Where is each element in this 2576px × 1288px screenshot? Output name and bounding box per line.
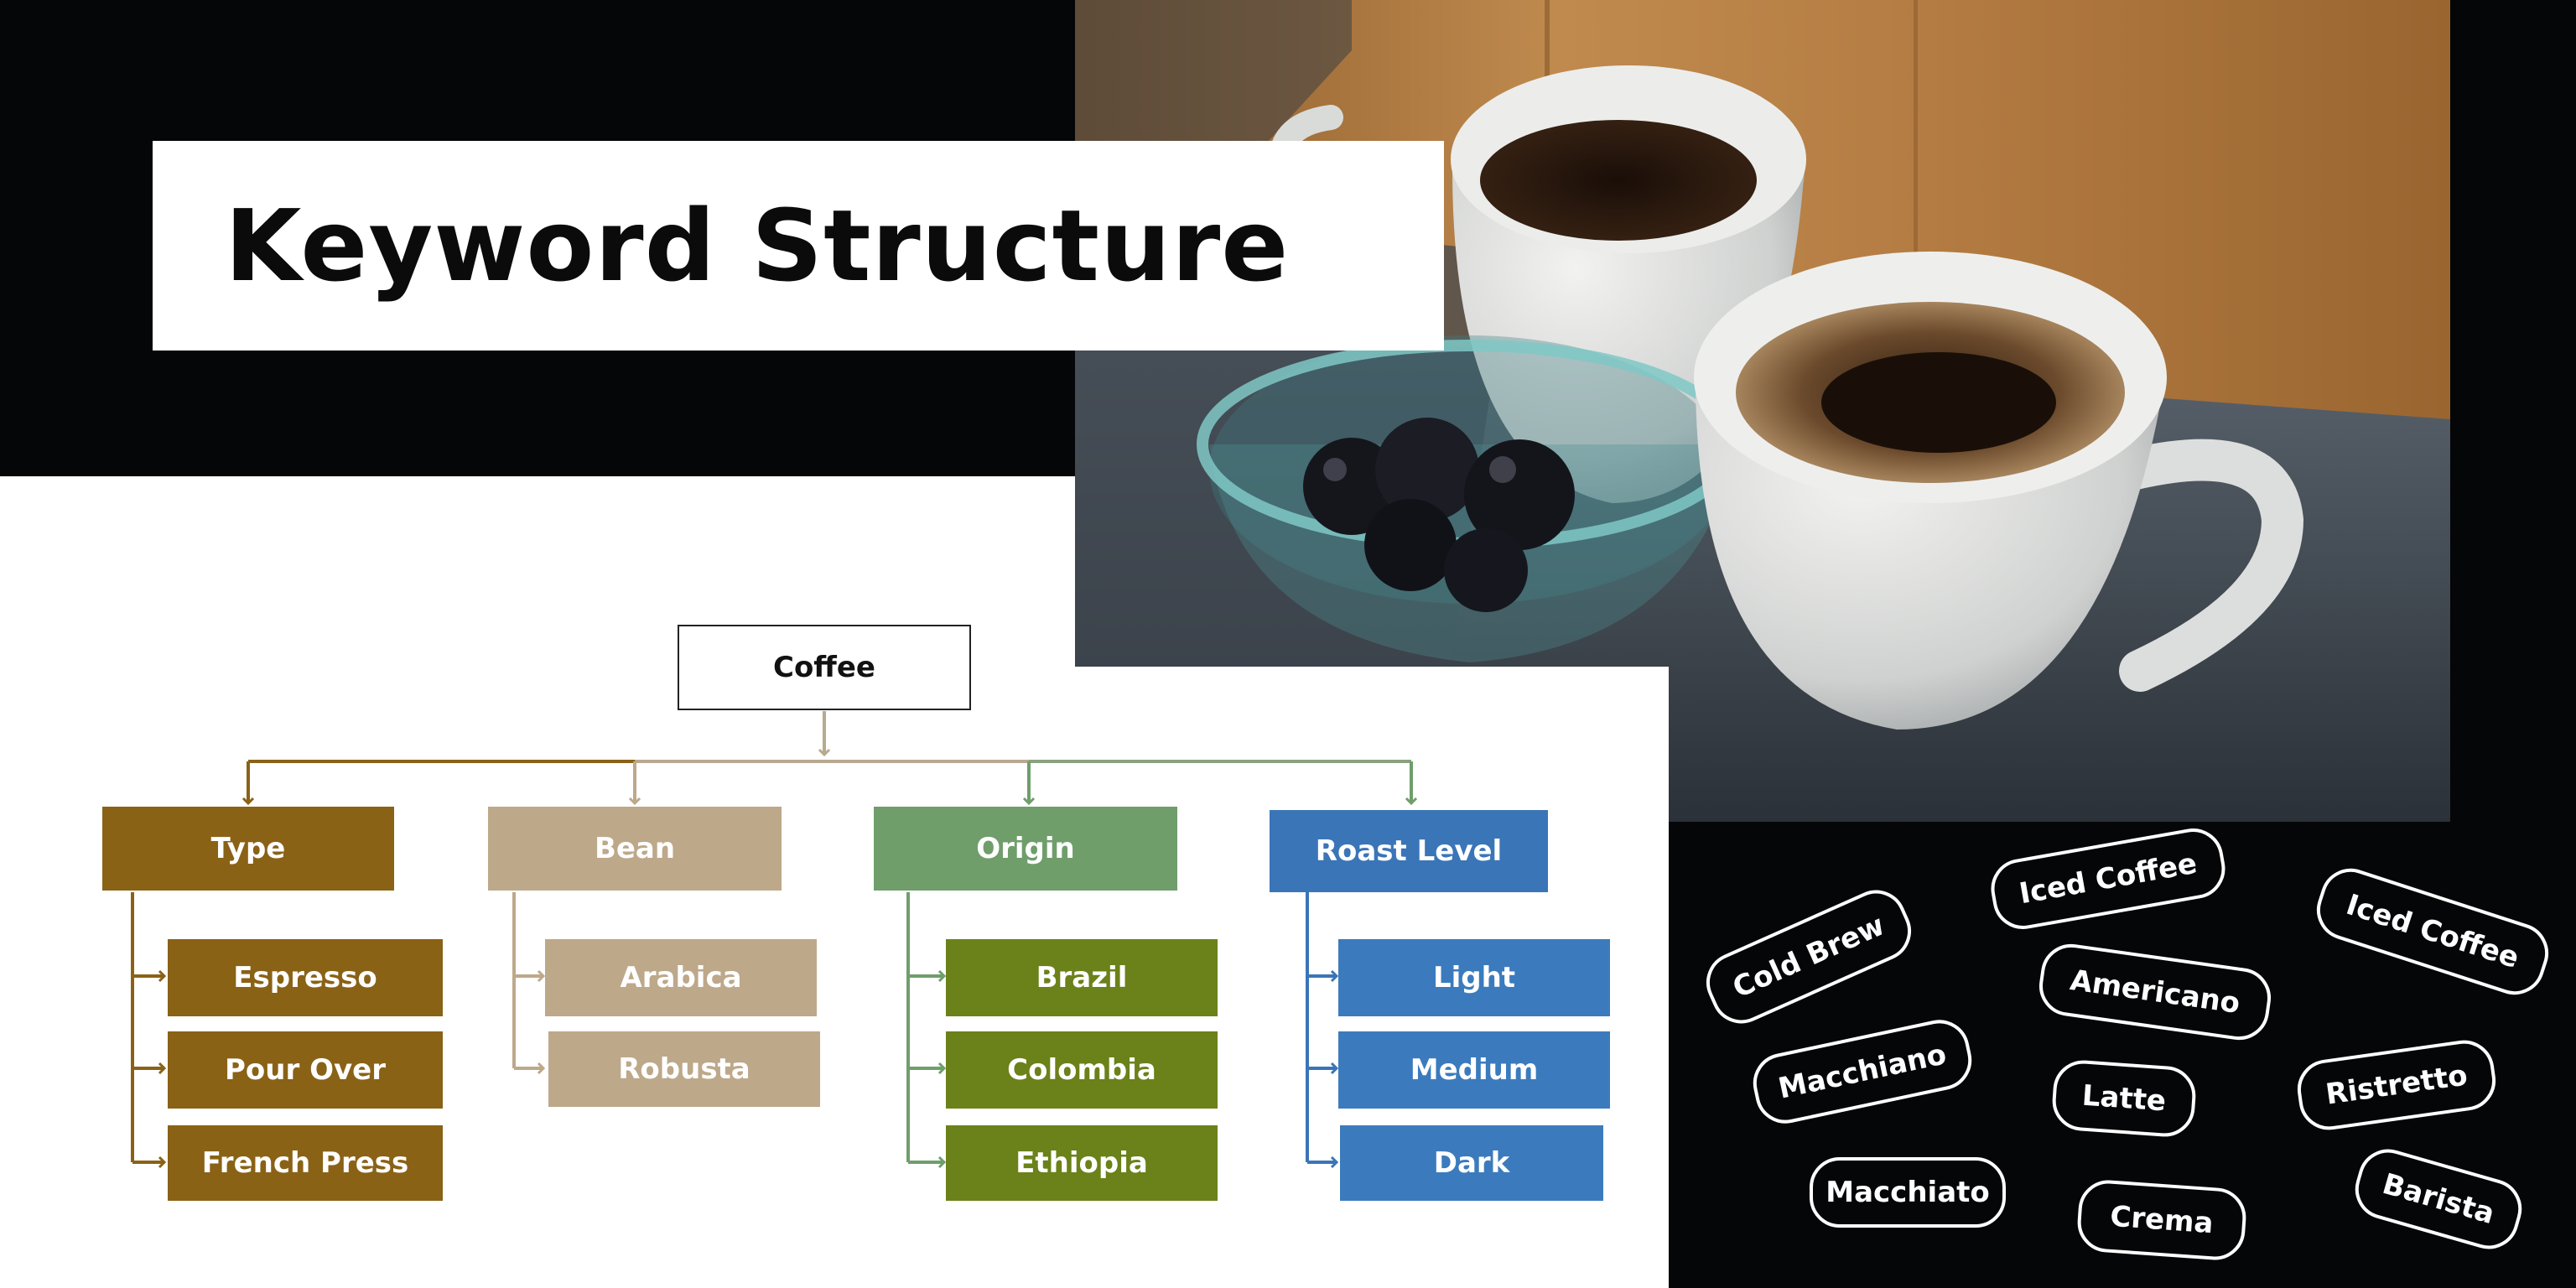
page-title: Keyword Structure xyxy=(225,188,1289,304)
root-node-coffee: Coffee xyxy=(678,625,971,710)
category-label: Bean xyxy=(595,832,675,865)
keyword-tag: Macchiato xyxy=(1810,1157,2006,1228)
leaf-french-press: French Press xyxy=(168,1125,443,1201)
right-black-strip xyxy=(2449,0,2576,822)
keyword-tag: Latte xyxy=(2050,1058,2197,1139)
leaf-ethiopia: Ethiopia xyxy=(946,1125,1218,1201)
leaf-label: Espresso xyxy=(233,961,377,995)
leaf-arabica: Arabica xyxy=(545,939,817,1016)
keyword-tag: Crema xyxy=(2075,1178,2248,1262)
leaf-label: Medium xyxy=(1410,1053,1539,1087)
title-card: Keyword Structure xyxy=(153,141,1444,351)
root-node-label: Coffee xyxy=(773,651,875,684)
leaf-pour-over: Pour Over xyxy=(168,1031,443,1109)
leaf-label: Colombia xyxy=(1007,1053,1156,1087)
category-label: Type xyxy=(211,832,286,865)
leaf-robusta: Robusta xyxy=(548,1031,820,1107)
leaf-dark: Dark xyxy=(1340,1125,1603,1201)
leaf-label: Light xyxy=(1433,961,1515,995)
photo-cutout xyxy=(1075,667,1669,822)
leaf-colombia: Colombia xyxy=(946,1031,1218,1109)
leaf-brazil: Brazil xyxy=(946,939,1218,1016)
leaf-light: Light xyxy=(1338,939,1610,1016)
category-label: Roast Level xyxy=(1316,834,1502,868)
leaf-label: Arabica xyxy=(620,961,741,995)
leaf-label: French Press xyxy=(202,1146,409,1180)
category-bean: Bean xyxy=(488,807,782,891)
leaf-medium: Medium xyxy=(1338,1031,1610,1109)
leaf-espresso: Espresso xyxy=(168,939,443,1016)
category-label: Origin xyxy=(976,832,1075,865)
leaf-label: Dark xyxy=(1434,1146,1510,1180)
category-origin: Origin xyxy=(874,807,1177,891)
category-roast-level: Roast Level xyxy=(1270,810,1548,892)
leaf-label: Pour Over xyxy=(225,1053,386,1087)
category-type: Type xyxy=(102,807,394,891)
leaf-label: Brazil xyxy=(1036,961,1128,995)
leaf-label: Ethiopia xyxy=(1015,1146,1148,1180)
leaf-label: Robusta xyxy=(618,1052,750,1086)
